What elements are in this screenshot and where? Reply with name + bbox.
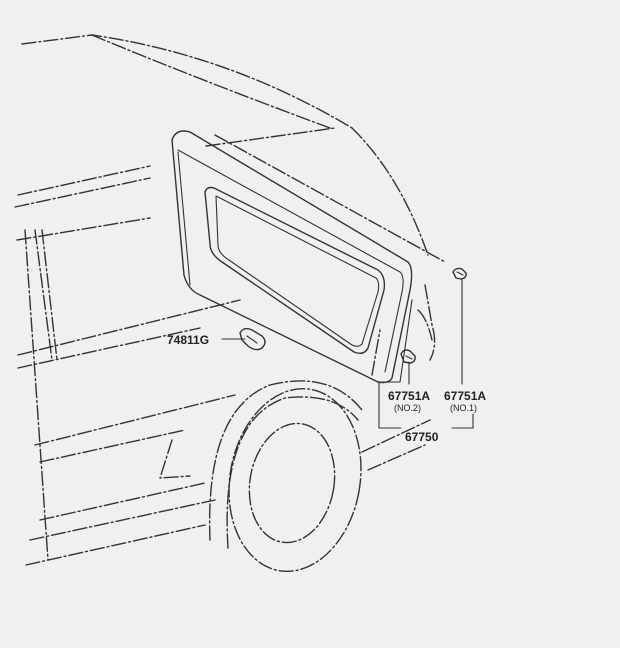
assembly-bracket	[378, 381, 474, 429]
label-no2: (NO.2)	[394, 403, 421, 413]
label-67751a-no2: 67751A	[388, 389, 430, 403]
vehicle-body-outline	[14, 34, 446, 566]
label-67751a-no1: 67751A	[444, 389, 486, 403]
cover-67751a-no1	[452, 267, 467, 385]
label-74811g: 74811G	[167, 333, 209, 347]
quarter-window-trim-panel	[171, 130, 413, 384]
label-no1: (NO.1)	[450, 403, 477, 413]
wheel	[208, 380, 363, 573]
cover-67751a-no2	[400, 349, 416, 385]
clip-74811g	[221, 327, 266, 351]
label-67750: 67750	[405, 430, 439, 444]
